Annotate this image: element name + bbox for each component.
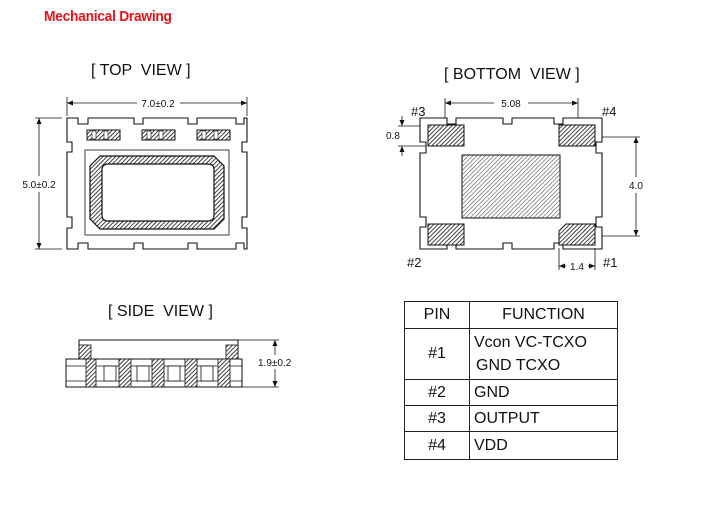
bottom-height-dimension: 4.0 xyxy=(600,136,643,237)
bottom-pin2-label: #2 xyxy=(407,255,421,270)
top-view-label: [ TOP VIEW ] xyxy=(91,62,191,79)
side-terminal xyxy=(184,358,198,388)
function-cell: GND xyxy=(469,379,618,406)
top-pad-1 xyxy=(86,129,121,141)
bottom-pin1-label: #1 xyxy=(603,255,617,270)
bottom-pad-1 xyxy=(558,223,596,246)
top-lid xyxy=(89,155,225,230)
bottom-pin3-label: #3 xyxy=(411,104,425,119)
bottom-pad-width-text: 1.4 xyxy=(570,262,584,273)
function-cell: VDD xyxy=(469,431,618,460)
side-lid xyxy=(78,339,239,360)
top-view: 7.0±0.2 5.0±0.2 xyxy=(22,97,248,250)
bottom-pad-3 xyxy=(427,124,465,147)
pin-cell: #2 xyxy=(404,379,470,406)
top-width-dimension: 7.0±0.2 xyxy=(66,97,248,116)
side-view-label: [ SIDE VIEW ] xyxy=(108,303,213,320)
side-terminal xyxy=(85,358,97,388)
bottom-pad-2 xyxy=(427,223,465,246)
function-line: GND TCXO xyxy=(476,357,561,374)
bottom-pad-text: 0.8 xyxy=(386,131,400,142)
bottom-view-label: [ BOTTOM VIEW ] xyxy=(444,66,580,83)
function-cell: Vcon VC-TCXO GND TCXO xyxy=(469,328,618,380)
bottom-view: 5.08 #3 #4 0.8 4.0 xyxy=(386,98,643,273)
pin-cell: #1 xyxy=(404,328,470,380)
top-pad-3 xyxy=(196,129,231,141)
top-height-dimension: 5.0±0.2 xyxy=(22,117,62,250)
function-header: FUNCTION xyxy=(469,301,618,329)
side-height-text: 1.9±0.2 xyxy=(258,358,292,369)
bottom-pin4-label: #4 xyxy=(602,104,616,119)
function-cell: OUTPUT xyxy=(469,405,618,432)
table-row: #2 GND xyxy=(404,379,618,406)
side-height-dimension: 1.9±0.2 xyxy=(232,339,292,388)
pin-cell: #3 xyxy=(404,405,470,432)
side-view: 1.9±0.2 xyxy=(65,339,292,388)
side-terminal xyxy=(151,358,165,388)
drawing-title: Mechanical Drawing xyxy=(44,8,172,25)
top-pad-2 xyxy=(141,129,176,141)
bottom-height-text: 4.0 xyxy=(629,181,643,192)
top-height-text: 5.0±0.2 xyxy=(22,180,56,191)
pin-table-header: PIN FUNCTION xyxy=(404,301,618,329)
top-width-text: 7.0±0.2 xyxy=(141,99,175,110)
side-terminal xyxy=(118,358,132,388)
table-row: #3 OUTPUT xyxy=(404,405,618,432)
top-inner-frame xyxy=(84,149,230,236)
top-body-outline xyxy=(66,117,248,250)
function-line: Vcon VC-TCXO xyxy=(474,334,587,351)
table-row: #1 Vcon VC-TCXO GND TCXO xyxy=(404,328,618,380)
pin-header: PIN xyxy=(404,301,470,329)
table-row: #4 VDD xyxy=(404,431,618,460)
bottom-center-pad xyxy=(461,154,561,219)
bottom-pad-width-dimension: 1.4 xyxy=(558,248,596,273)
bottom-pad-4 xyxy=(558,124,596,147)
pin-function-table: PIN FUNCTION #1 Vcon VC-TCXO GND TCXO #2… xyxy=(404,301,618,460)
side-terminal xyxy=(217,358,231,388)
bottom-pitch-text: 5.08 xyxy=(501,99,521,110)
pin-cell: #4 xyxy=(404,431,470,460)
bottom-pitch-dimension: 5.08 xyxy=(444,98,579,118)
